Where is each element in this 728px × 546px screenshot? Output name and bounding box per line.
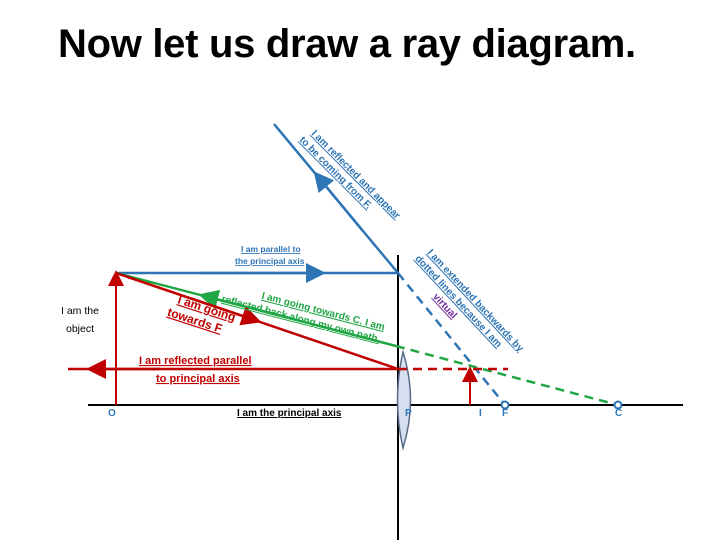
- green-virtual-extension: [395, 344, 619, 407]
- blue-virtual-extension: [397, 272, 506, 406]
- red-incident-arrow: [189, 296, 262, 326]
- object-label-line1: I am the: [61, 305, 99, 317]
- extended-label-line2: dotted lines because I am: [413, 253, 504, 350]
- point-i-label: I: [479, 408, 482, 419]
- point-p-label: P: [405, 408, 412, 419]
- focus-point: [500, 400, 510, 410]
- parallel-label-line2: the principal axis: [235, 256, 305, 266]
- center-point: [613, 400, 623, 410]
- blue-reflected-arrow: [313, 171, 363, 231]
- convex-mirror: [396, 349, 412, 451]
- point-f-label: F: [502, 408, 508, 419]
- reflected-parallel-label-line1: I am reflected parallel: [139, 355, 252, 367]
- page-title: Now let us draw a ray diagram.: [58, 22, 636, 66]
- point-o-label: O: [108, 408, 116, 419]
- principal-axis-label: I am the principal axis: [237, 408, 342, 419]
- reflected-appear-label-line1: I am reflected and appear: [309, 128, 402, 221]
- reflected-parallel-label-line2: to principal axis: [156, 373, 240, 385]
- parallel-label-line1: I am parallel to: [241, 244, 301, 254]
- object-label-line2: object: [66, 323, 94, 335]
- point-c-label: C: [615, 408, 622, 419]
